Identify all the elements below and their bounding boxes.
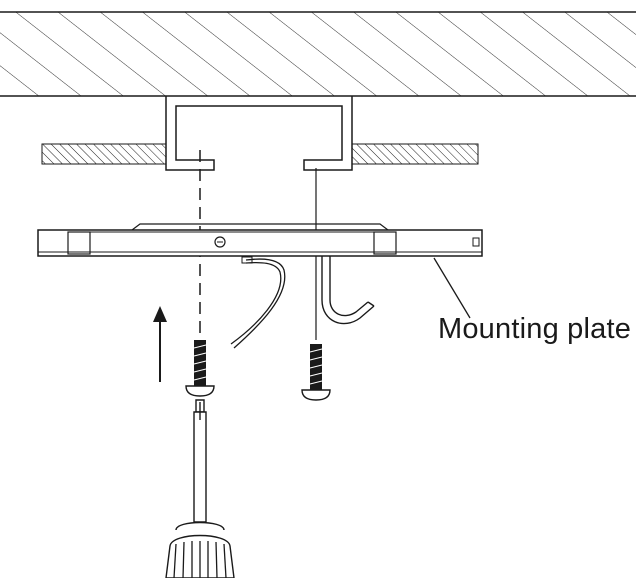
recessed-channel — [165, 96, 353, 171]
ceiling-panel-right — [351, 143, 479, 165]
lamp-wire — [230, 256, 286, 349]
ceiling-panel-left — [41, 143, 167, 165]
mounting-plate — [37, 223, 483, 257]
screw-left — [185, 340, 215, 397]
safety-hook — [321, 256, 375, 325]
mounting-plate-label: Mounting plate — [438, 313, 632, 345]
direction-arrow — [153, 306, 167, 382]
screwdriver — [165, 399, 235, 578]
ceiling-slab — [0, 11, 636, 97]
label-leader-line — [433, 257, 471, 319]
screw-right — [301, 344, 331, 401]
